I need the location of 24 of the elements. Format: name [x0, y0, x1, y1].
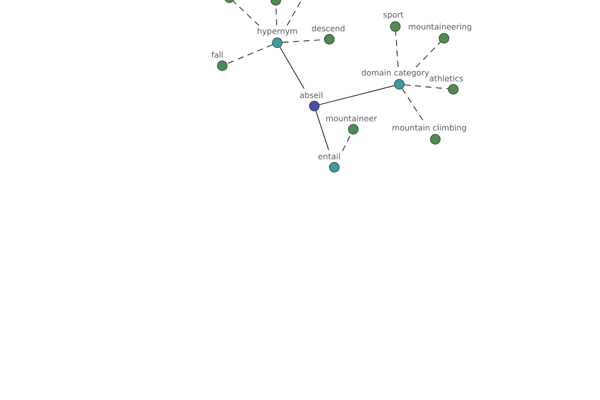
connector-line [226, 44, 273, 64]
node-label: sport [383, 12, 404, 20]
node-label: fall [211, 52, 223, 58]
node-label: mountaineering [408, 23, 472, 32]
connector-line [316, 110, 329, 150]
connector-line [286, 0, 302, 26]
node-label: domain category [362, 69, 429, 78]
connector-line [395, 31, 398, 68]
connector-line [342, 134, 352, 152]
node-label: descend [312, 25, 344, 32]
connector-line [280, 46, 305, 90]
connector-line [319, 85, 395, 106]
graph-node [224, 0, 235, 3]
connector-line [402, 88, 424, 122]
node-label: hypernym [258, 28, 297, 36]
connector-line [416, 42, 441, 68]
node-label: entail [318, 153, 340, 160]
connector-line [404, 84, 448, 90]
node-label: mountaineer [326, 115, 377, 122]
connector-line [232, 0, 260, 26]
node-label: athletics [430, 75, 463, 82]
graph-node [270, 0, 282, 6]
node-label: mountain climbing [392, 124, 466, 132]
node-label: abseil [300, 92, 322, 98]
